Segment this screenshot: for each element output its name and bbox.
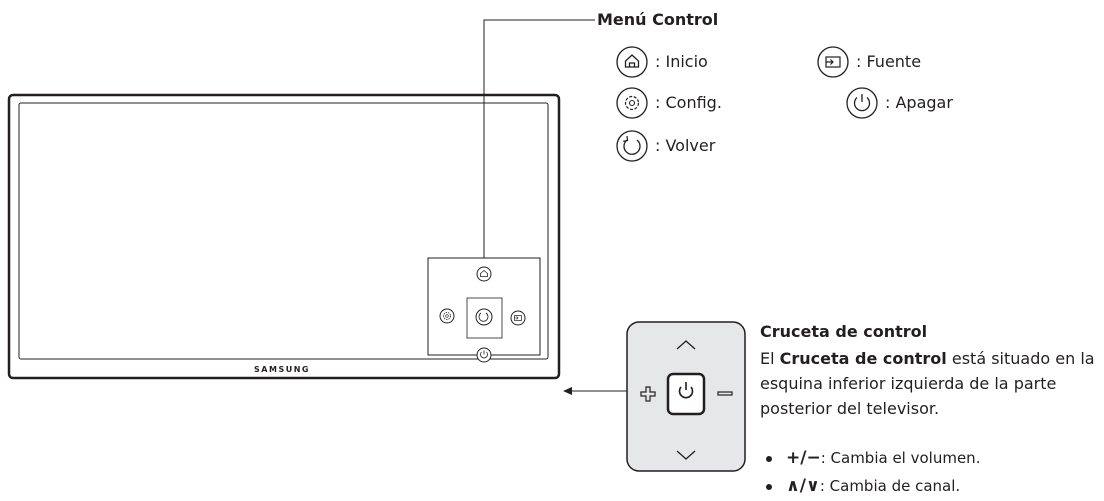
channel-bullet-text: : Cambia de canal. (819, 477, 961, 495)
tv-screen (18, 102, 549, 360)
mini-settings-icon[interactable] (439, 308, 455, 324)
bullet-volume: +/−: Cambia el volumen. (766, 448, 980, 468)
legend-label-config: : Config. (655, 93, 722, 112)
cruceta-desc-prefix: El (760, 349, 780, 368)
legend-label-inicio: : Inicio (655, 52, 708, 71)
cruceta-title: Cruceta de control (760, 322, 928, 341)
mini-power-icon[interactable] (476, 347, 492, 363)
legend-label-fuente: : Fuente (856, 52, 922, 71)
mini-return-icon[interactable] (475, 308, 493, 326)
channel-down-button[interactable] (676, 450, 696, 460)
bullet-dot (766, 455, 772, 462)
channel-symbols: ∧/∨ (786, 476, 820, 496)
menu-connector-line (483, 19, 595, 258)
mini-source-icon[interactable] (510, 310, 526, 326)
volume-symbols: +/− (786, 448, 821, 468)
cruceta-desc-bold: Cruceta de control (779, 349, 947, 368)
cruceta-desc-suffix: está situado en la esquina inferior izqu… (760, 349, 1095, 418)
power-icon (846, 87, 878, 119)
bullet-channel: ∧/∨: Cambia de canal. (766, 476, 960, 496)
home-icon (616, 46, 648, 78)
cruceta-description: El Cruceta de control está situado en la… (760, 346, 1104, 421)
return-icon (616, 130, 648, 162)
cruceta-power-icon (678, 382, 694, 399)
volume-bullet-text: : Cambia el volumen. (820, 449, 981, 467)
tv-brand-logo: SAMSUNG (254, 365, 310, 374)
menu-control-title: Menú Control (597, 10, 719, 29)
mini-home-icon[interactable] (476, 266, 492, 282)
bullet-dot (766, 483, 772, 490)
cruceta-pointer-arrowhead (563, 387, 572, 395)
settings-icon (616, 87, 648, 119)
source-icon (817, 46, 849, 78)
volume-down-button[interactable] (717, 391, 733, 396)
legend-label-volver: : Volver (655, 136, 716, 155)
legend-label-apagar: : Apagar (885, 93, 953, 112)
cruceta-power-button[interactable] (666, 372, 706, 416)
volume-up-button[interactable] (640, 386, 656, 402)
channel-up-button[interactable] (676, 340, 696, 350)
